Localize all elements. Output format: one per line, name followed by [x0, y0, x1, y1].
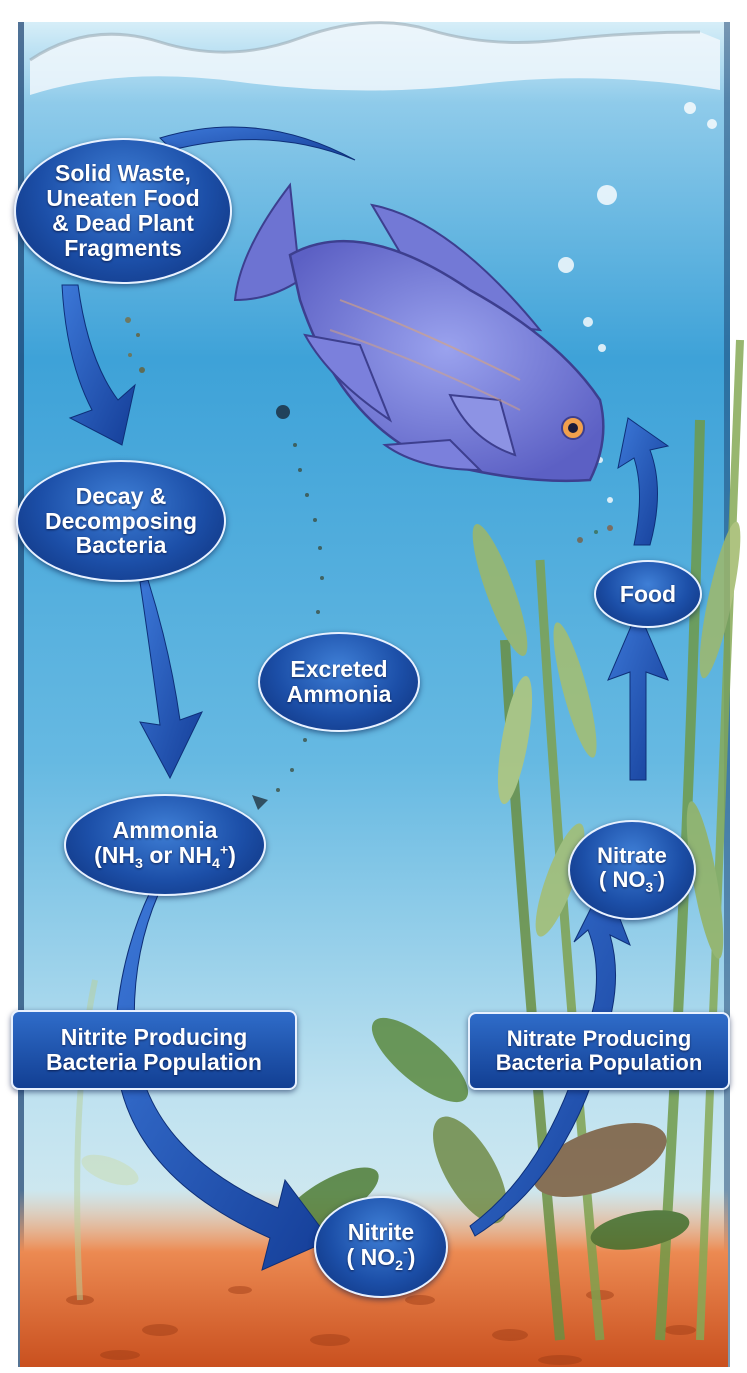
nitrite-formula: ( NO2-): [347, 1245, 416, 1274]
solid-waste-line-2: Uneaten Food: [46, 186, 199, 211]
node-excreted-ammonia: Excreted Ammonia: [258, 632, 420, 732]
nitrate-label: Nitrate: [597, 844, 667, 868]
decay-line-3: Bacteria: [76, 533, 167, 558]
solid-waste-line-1: Solid Waste,: [55, 161, 191, 186]
node-nitrate: Nitrate ( NO3-): [568, 820, 696, 920]
node-decay: Decay & Decomposing Bacteria: [16, 460, 226, 582]
solid-waste-line-4: Fragments: [64, 236, 182, 261]
node-solid-waste: Solid Waste, Uneaten Food & Dead Plant F…: [14, 138, 232, 284]
food-label: Food: [620, 582, 676, 607]
nitrite-bacteria-line-1: Nitrite Producing: [61, 1025, 248, 1050]
excreted-ammonia-line-2: Ammonia: [287, 682, 392, 707]
ammonia-label: Ammonia: [113, 818, 218, 843]
solid-waste-line-3: & Dead Plant: [52, 211, 194, 236]
node-nitrite: Nitrite ( NO2-): [314, 1196, 448, 1298]
nitrate-bacteria-line-2: Bacteria Population: [496, 1051, 703, 1075]
nitrite-label: Nitrite: [348, 1220, 414, 1245]
ammonia-formula: (NH3 or NH4+): [94, 843, 236, 872]
decay-line-1: Decay &: [76, 484, 167, 509]
node-nitrite-bacteria: Nitrite Producing Bacteria Population: [11, 1010, 297, 1090]
decay-line-2: Decomposing: [45, 509, 197, 534]
nitrate-formula: ( NO3-): [599, 868, 665, 896]
nitrite-bacteria-line-2: Bacteria Population: [46, 1050, 262, 1075]
node-food: Food: [594, 560, 702, 628]
excreted-ammonia-line-1: Excreted: [290, 657, 387, 682]
node-ammonia: Ammonia (NH3 or NH4+): [64, 794, 266, 896]
node-nitrate-bacteria: Nitrate Producing Bacteria Population: [468, 1012, 730, 1090]
nitrate-bacteria-line-1: Nitrate Producing: [507, 1027, 692, 1051]
